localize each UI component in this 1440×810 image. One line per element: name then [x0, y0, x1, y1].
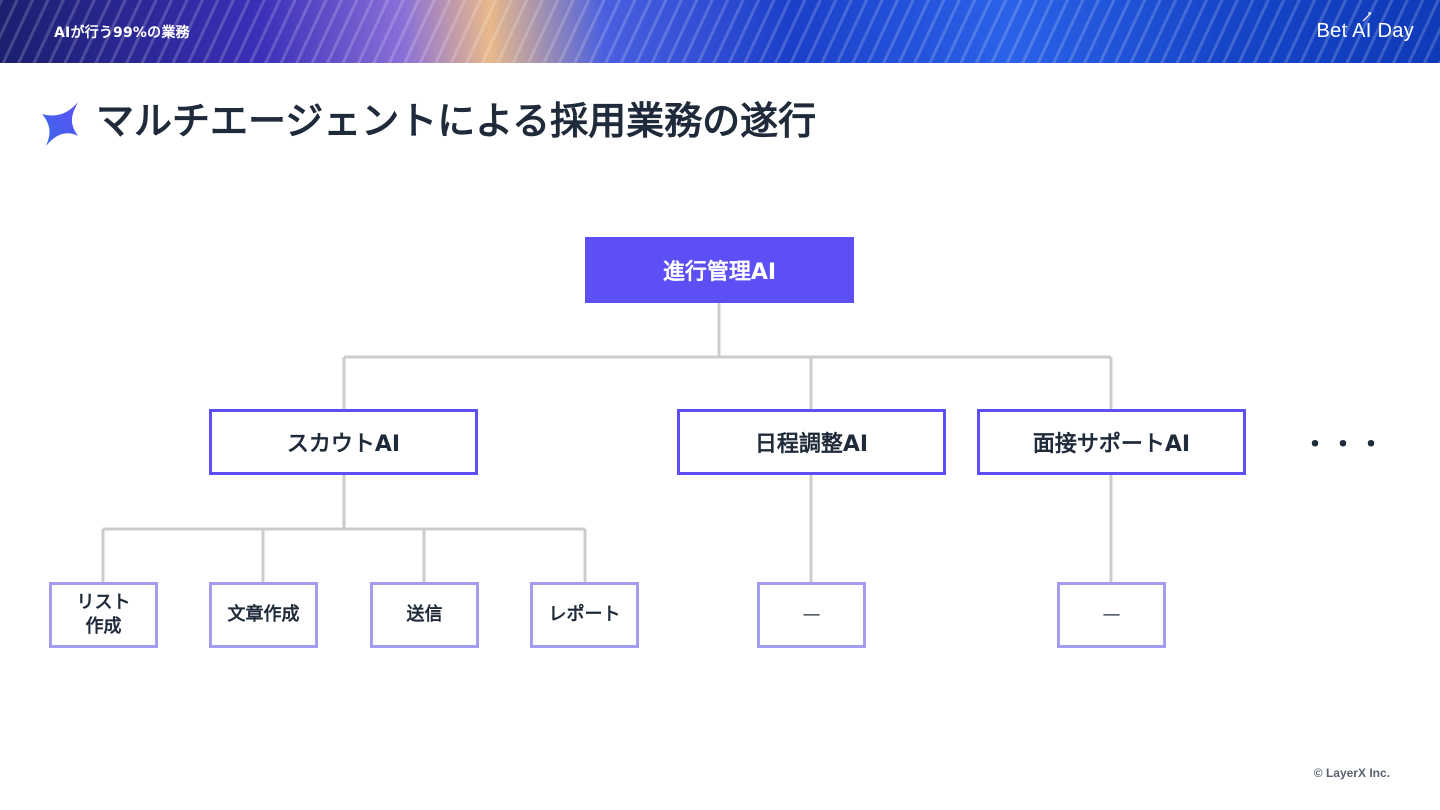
node-interview-support-ai: 面接サポートAI [977, 409, 1246, 475]
node-task-report: レポート [530, 582, 639, 648]
copyright: © LayerX Inc. [1313, 766, 1390, 780]
node-progress-manager-ai: 進行管理AI [585, 237, 854, 303]
sparkle-star-icon [42, 102, 78, 146]
node-task-list-creation: リスト 作成 [49, 582, 158, 648]
more-agents-ellipsis: ・・・ [1302, 430, 1387, 460]
node-scheduling-ai: 日程調整AI [677, 409, 946, 475]
node-task-sending: 送信 [370, 582, 479, 648]
node-interview-task: — [1057, 582, 1166, 648]
node-scout-ai: スカウトAI [209, 409, 478, 475]
node-schedule-task: — [757, 582, 866, 648]
slide-title: マルチエージェントによる採用業務の遂行 [96, 99, 817, 143]
brand-logo: Bet AI Day [1316, 20, 1414, 42]
node-task-writing: 文章作成 [209, 582, 318, 648]
section-label: AIが行う99%の業務 [54, 25, 190, 41]
header-banner: AIが行う99%の業務 Bet AI Day [0, 0, 1440, 63]
brand-spark-icon [1362, 12, 1372, 22]
